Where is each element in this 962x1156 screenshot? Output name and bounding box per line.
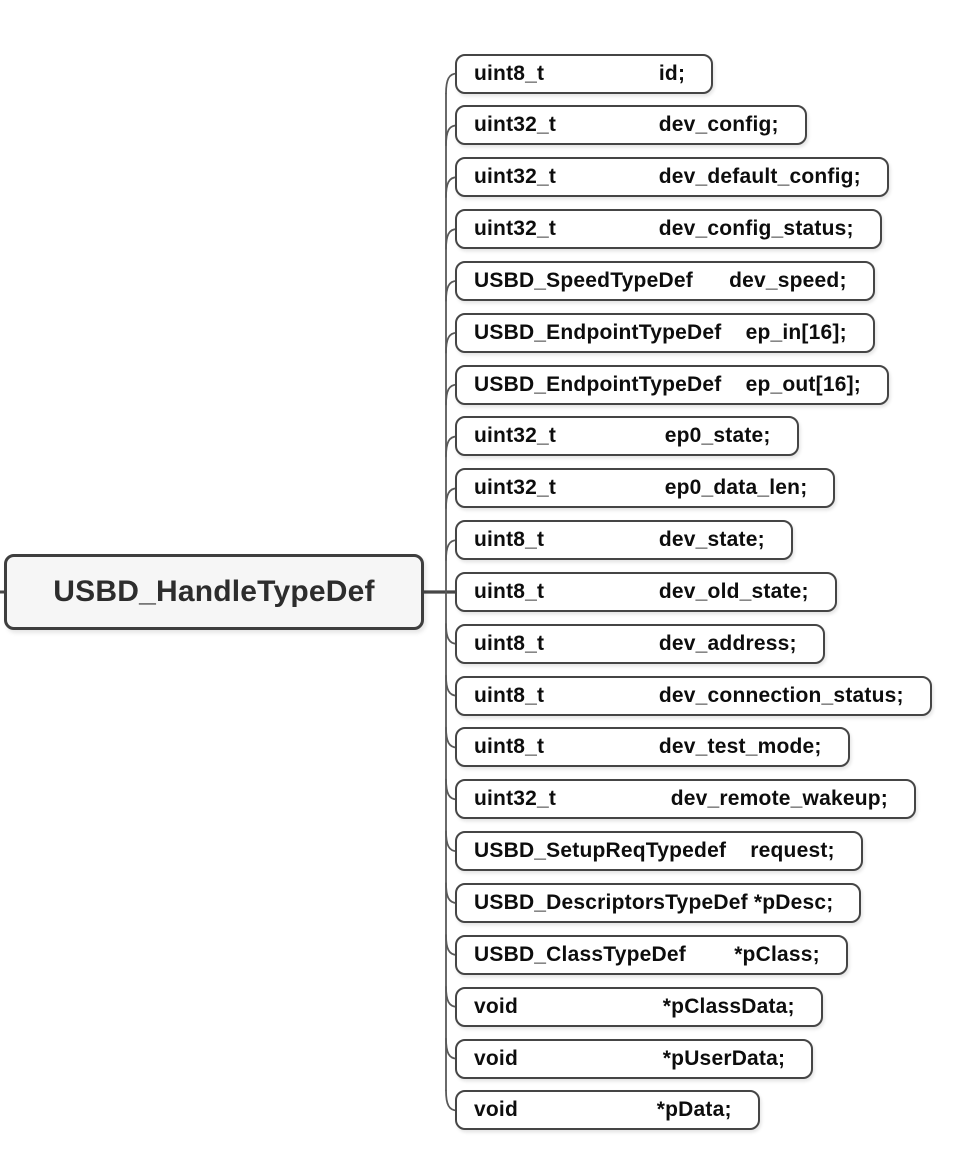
member-topic[interactable]: uint8_t dev_test_mode; <box>455 727 850 768</box>
member-topic[interactable]: uint32_t dev_default_config; <box>455 157 889 198</box>
member-topic-label: uint8_t dev_connection_status; <box>474 683 904 707</box>
root-topic-label: USBD_HandleTypeDef <box>53 575 375 608</box>
member-topic[interactable]: void *pUserData; <box>455 1038 814 1079</box>
member-list: uint8_t id; uint32_t dev_config; uint32_… <box>455 53 932 1131</box>
member-topic[interactable]: USBD_DescriptorsTypeDef *pDesc; <box>455 883 862 923</box>
member-topic-label: uint8_t dev_test_mode; <box>474 735 822 759</box>
member-topic-label: void *pUserData; <box>474 1046 786 1070</box>
member-topic-label: USBD_ClassTypeDef *pClass; <box>474 942 820 966</box>
member-topic[interactable]: USBD_EndpointTypeDef ep_out[16]; <box>455 364 889 405</box>
member-topic-label: uint8_t dev_state; <box>474 528 765 552</box>
member-topic[interactable]: USBD_SpeedTypeDef dev_speed; <box>455 260 875 301</box>
member-topic-label: USBD_EndpointTypeDef ep_in[16]; <box>474 320 847 344</box>
member-topic[interactable]: uint32_t ep0_data_len; <box>455 468 836 509</box>
member-topic[interactable]: uint32_t dev_remote_wakeup; <box>455 779 916 820</box>
member-topic-label: uint8_t dev_address; <box>474 631 797 655</box>
member-topic[interactable]: USBD_ClassTypeDef *pClass; <box>455 934 848 975</box>
member-topic-label: uint32_t dev_default_config; <box>474 165 861 189</box>
member-topic[interactable]: uint8_t id; <box>455 53 714 94</box>
member-topic-label: uint32_t ep0_state; <box>474 424 771 448</box>
member-topic[interactable]: uint32_t dev_config_status; <box>455 209 882 250</box>
member-topic[interactable]: uint8_t dev_address; <box>455 623 825 664</box>
member-topic-label: USBD_SetupReqTypedef request; <box>474 839 835 863</box>
member-topic-label: void *pData; <box>474 1098 732 1122</box>
root-topic[interactable]: USBD_HandleTypeDef <box>4 554 424 630</box>
member-topic-label: uint32_t ep0_data_len; <box>474 476 808 500</box>
member-topic-label: USBD_DescriptorsTypeDef *pDesc; <box>474 891 834 914</box>
member-topic[interactable]: uint32_t dev_config; <box>455 105 807 146</box>
member-topic[interactable]: uint32_t ep0_state; <box>455 416 799 457</box>
member-topic-label: uint32_t dev_remote_wakeup; <box>474 787 888 811</box>
member-topic-label: USBD_EndpointTypeDef ep_out[16]; <box>474 372 861 396</box>
member-topic-label: uint32_t dev_config_status; <box>474 217 854 241</box>
member-topic-label: uint8_t id; <box>474 61 686 85</box>
member-topic-label: uint8_t dev_old_state; <box>474 579 809 603</box>
member-topic-label: USBD_SpeedTypeDef dev_speed; <box>474 268 847 292</box>
member-topic[interactable]: uint8_t dev_state; <box>455 520 793 561</box>
member-topic[interactable]: USBD_EndpointTypeDef ep_in[16]; <box>455 312 875 353</box>
member-topic[interactable]: uint8_t dev_old_state; <box>455 571 837 612</box>
member-topic[interactable]: void *pData; <box>455 1090 760 1131</box>
member-topic[interactable]: void *pClassData; <box>455 986 823 1027</box>
member-topic-label: void *pClassData; <box>474 994 795 1018</box>
member-topic[interactable]: USBD_SetupReqTypedef request; <box>455 831 863 872</box>
member-topic-label: uint32_t dev_config; <box>474 113 779 137</box>
member-topic[interactable]: uint8_t dev_connection_status; <box>455 675 932 716</box>
